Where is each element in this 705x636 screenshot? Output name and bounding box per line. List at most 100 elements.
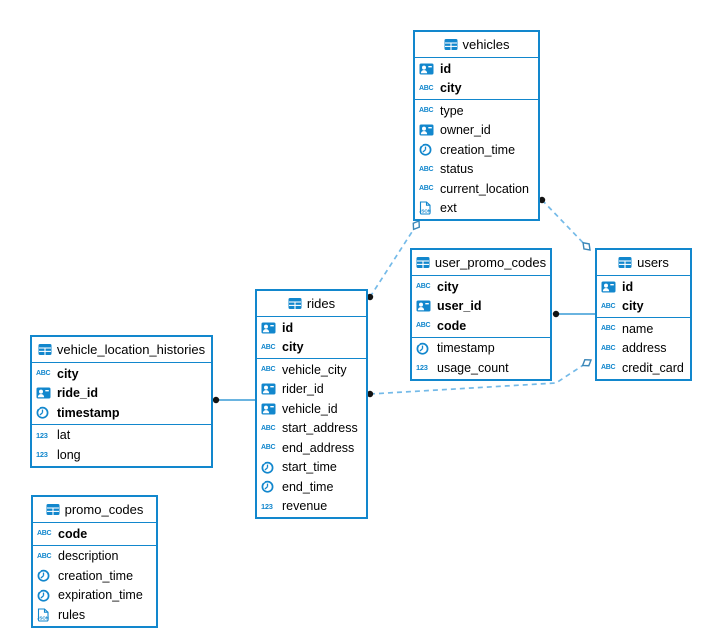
- json-icon: JSON: [37, 608, 54, 622]
- column-row-id[interactable]: id: [597, 277, 690, 297]
- column-name: current_location: [440, 181, 529, 196]
- column-row-end_time[interactable]: end_time: [257, 477, 366, 497]
- column-name: status: [440, 162, 474, 177]
- column-name: user_id: [437, 299, 482, 314]
- number-icon: 123: [36, 450, 48, 460]
- column-name: vehicle_city: [282, 362, 347, 377]
- table-title: vehicles: [462, 37, 510, 52]
- column-row-current_location[interactable]: ABC current_location: [415, 179, 538, 199]
- column-row-rider_id[interactable]: rider_id: [257, 380, 366, 400]
- column-row-creation_time[interactable]: creation_time: [33, 566, 156, 586]
- text-icon: ABC: [419, 84, 434, 92]
- text-icon: ABC: [261, 444, 276, 452]
- table-header[interactable]: vehicle_location_histories: [32, 337, 211, 363]
- text-icon: ABC: [419, 185, 434, 193]
- table-icon: [38, 343, 52, 356]
- column-row-end_address[interactable]: ABC end_address: [257, 438, 366, 458]
- relationship-user_promo_codes-users[interactable]: [552, 310, 595, 318]
- column-row-id[interactable]: id: [257, 318, 366, 338]
- table-icon: [618, 256, 632, 269]
- column-name: expiration_time: [58, 588, 143, 603]
- relationship-endpoint-dot: [212, 396, 220, 404]
- column-name: id: [622, 279, 634, 294]
- uuid-icon: [416, 300, 433, 312]
- relationship-endpoint-dot: [552, 310, 560, 318]
- uuid-icon: [419, 124, 436, 136]
- column-name: address: [622, 341, 667, 356]
- column-row-owner_id[interactable]: owner_id: [415, 121, 538, 141]
- relationship-rides-vehicles[interactable]: [366, 219, 422, 301]
- relationship-vehicle_location_histories-rides[interactable]: [212, 396, 255, 404]
- column-row-timestamp[interactable]: timestamp: [412, 339, 550, 359]
- table-header[interactable]: user_promo_codes: [412, 250, 550, 276]
- column-row-start_time[interactable]: start_time: [257, 458, 366, 478]
- text-icon: ABC: [601, 302, 616, 310]
- table-header[interactable]: promo_codes: [33, 497, 156, 523]
- column-row-creation_time[interactable]: creation_time: [415, 140, 538, 160]
- column-row-status[interactable]: ABC status: [415, 160, 538, 180]
- column-row-ride_id[interactable]: ride_id: [32, 384, 211, 404]
- table-icon: [416, 256, 430, 269]
- svg-text:JSON: JSON: [37, 615, 49, 620]
- column-name: start_address: [282, 421, 358, 436]
- column-row-id[interactable]: id: [415, 59, 538, 79]
- timestamp-icon: [37, 589, 54, 602]
- json-icon: JSON: [419, 201, 436, 215]
- column-name: lat: [57, 428, 71, 443]
- text-icon: ABC: [37, 530, 52, 538]
- column-name: name: [622, 321, 654, 336]
- relationship-rides-users[interactable]: [366, 357, 593, 398]
- column-name: vehicle_id: [282, 401, 338, 416]
- column-name: creation_time: [440, 142, 516, 157]
- column-name: ride_id: [57, 386, 98, 401]
- uuid-icon: [419, 63, 436, 75]
- column-name: end_address: [282, 440, 355, 455]
- column-name: end_time: [282, 479, 334, 494]
- timestamp-icon: [36, 406, 53, 419]
- column-name: creation_time: [58, 568, 134, 583]
- table-header[interactable]: rides: [257, 291, 366, 317]
- column-row-user_id[interactable]: user_id: [412, 297, 550, 317]
- column-row-vehicle_id[interactable]: vehicle_id: [257, 399, 366, 419]
- column-row-expiration_time[interactable]: expiration_time: [33, 586, 156, 606]
- table-header[interactable]: vehicles: [415, 32, 538, 58]
- text-icon: ABC: [419, 165, 434, 173]
- table-header[interactable]: users: [597, 250, 690, 276]
- table-icon: [288, 297, 302, 310]
- timestamp-icon: [419, 143, 436, 156]
- column-row-timestamp[interactable]: timestamp: [32, 403, 211, 423]
- relationship-vehicles-users[interactable]: [538, 196, 593, 253]
